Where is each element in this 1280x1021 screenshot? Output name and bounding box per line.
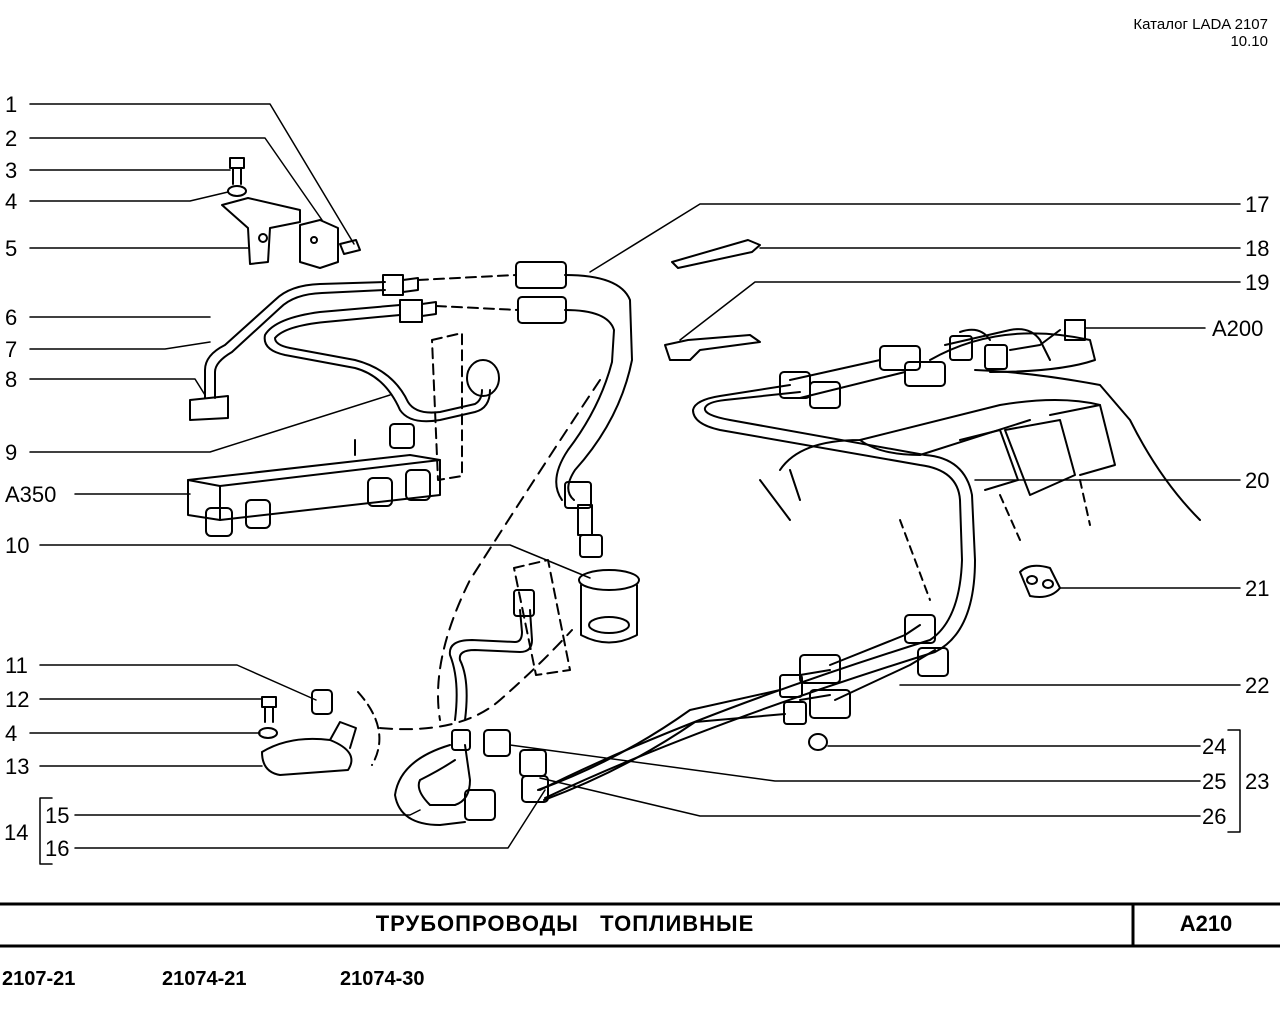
pipe-8-drawing (204, 281, 386, 399)
callout-4: 4 (5, 189, 17, 214)
callout-4b: 4 (5, 721, 17, 746)
screw-1-drawing (339, 239, 361, 255)
callout-3: 3 (5, 158, 17, 183)
catalog-title: Каталог LADA 2107 (1133, 16, 1268, 33)
callout-1: 1 (5, 92, 17, 117)
group-label-14: 14 (4, 820, 28, 845)
tie-18-drawing (671, 239, 761, 269)
clip-19-drawing (664, 334, 761, 361)
washer-4-drawing (227, 185, 247, 197)
grommet-drawing (466, 359, 500, 397)
model-1: 2107-21 (2, 968, 76, 990)
hose-16-drawing (417, 744, 471, 806)
model-2: 21074-21 (162, 968, 247, 990)
callout-a200: A200 (1212, 316, 1263, 341)
grommet-21-drawing (1019, 564, 1061, 598)
engine-intake-a200-drawing (759, 319, 1201, 601)
callout-22: 22 (1245, 673, 1269, 698)
callout-26: 26 (1202, 804, 1226, 829)
catalog-date: 10.10 (1230, 33, 1268, 50)
callout-20: 20 (1245, 468, 1269, 493)
pipe-9-drawing (263, 304, 491, 423)
callout-15: 15 (45, 803, 69, 828)
callout-a350: A350 (5, 482, 56, 507)
leader-lines (29, 103, 1241, 865)
hose-22-drawing (829, 624, 936, 701)
section-code: A210 (1179, 911, 1233, 936)
washer-4b-drawing (258, 727, 278, 739)
callout-21: 21 (1245, 576, 1269, 601)
tubes-20-drawing (537, 689, 781, 791)
callout-2: 2 (5, 126, 17, 151)
nut-11-drawing (311, 689, 333, 715)
bolt-12-drawing (261, 696, 277, 723)
callout-16: 16 (45, 836, 69, 861)
hose-15-drawing (458, 609, 533, 721)
hose-17-drawing (564, 274, 633, 501)
callout-7: 7 (5, 337, 17, 362)
callout-13: 13 (5, 754, 29, 779)
fuel-rail-a350-drawing (187, 423, 441, 537)
callout-12: 12 (5, 687, 29, 712)
callout-5: 5 (5, 236, 17, 261)
callout-24: 24 (1202, 734, 1226, 759)
catalog-header: Каталог LADA 2107 10.10 (1133, 16, 1268, 50)
callout-11: 11 (5, 653, 28, 678)
callout-6: 6 (5, 305, 17, 330)
callout-9: 9 (5, 440, 17, 465)
callout-10: 10 (5, 533, 29, 558)
o-ring-24-drawing (808, 733, 828, 751)
group-label-23: 23 (1245, 769, 1269, 794)
callout-18: 18 (1245, 236, 1269, 261)
fitting-a200-drawing (949, 329, 1061, 370)
bracket-5-drawing (221, 197, 339, 269)
fuel-filter-10-drawing (578, 569, 640, 644)
model-3: 21074-30 (340, 968, 425, 990)
bolt-3-drawing (229, 157, 245, 185)
callout-19: 19 (1245, 270, 1269, 295)
clamp-13-drawing (261, 721, 357, 776)
callout-8: 8 (5, 367, 17, 392)
page-title: ТРУБОПРОВОДЫ ТОПЛИВНЫЕ (375, 911, 755, 936)
callout-25: 25 (1202, 769, 1226, 794)
callout-17: 17 (1245, 192, 1269, 217)
